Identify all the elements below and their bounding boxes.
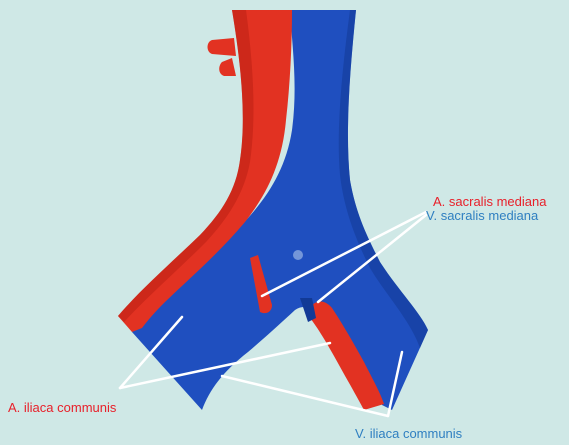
label-v-iliaca-communis: V. iliaca communis — [355, 427, 462, 441]
label-a-iliaca-communis: A. iliaca communis — [8, 401, 116, 415]
label-a-sacralis-mediana: A. sacralis mediana — [433, 195, 546, 209]
vessel-highlight — [293, 250, 303, 260]
label-v-sacralis-mediana: V. sacralis mediana — [426, 209, 538, 223]
aorta-side-branch — [208, 38, 237, 56]
